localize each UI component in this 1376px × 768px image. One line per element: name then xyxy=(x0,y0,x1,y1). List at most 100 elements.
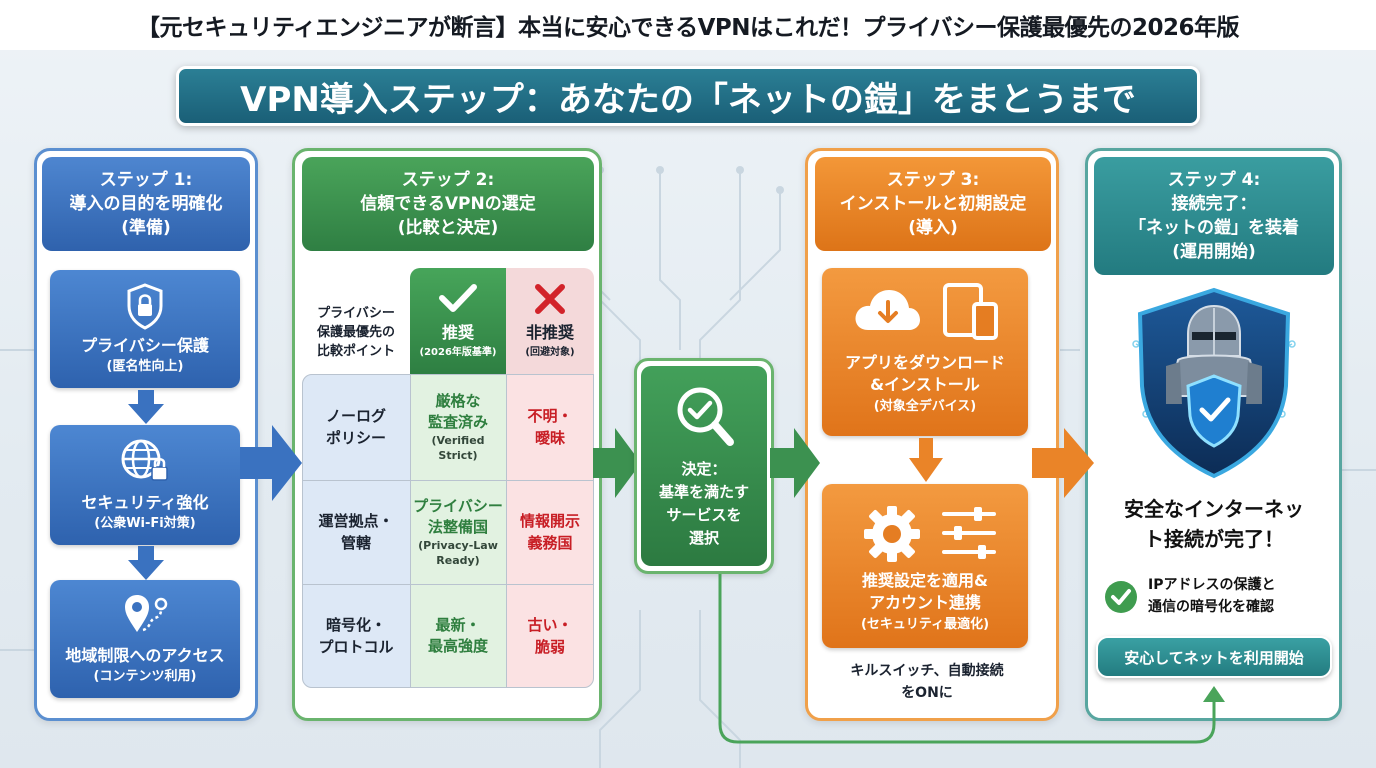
location-pin-icon xyxy=(125,595,168,632)
install-sub: (対象全デバイス) xyxy=(873,399,977,414)
criterion-jurisdiction: 運営拠点・ 管轄 xyxy=(302,480,410,584)
globe-lock-icon xyxy=(121,439,168,481)
gear-icon xyxy=(864,506,920,562)
devices-icon xyxy=(943,283,998,340)
good-en-line: (Verified xyxy=(431,434,485,447)
right-arrow-icon xyxy=(1032,428,1094,498)
check-circle-icon xyxy=(1105,581,1137,613)
step1-header: ステップ 1: 導入の目的を明確化 (準備) xyxy=(42,157,250,251)
decision-text: 決定： 基準を満たす サービスを 選択 xyxy=(641,458,767,550)
verify-line: IPアドレスの保護と xyxy=(1148,577,1276,593)
settings-sub: (セキュリティ最適化) xyxy=(860,617,990,632)
good-line: 最高強度 xyxy=(427,637,488,655)
settings-line: 推奨設定を適用& xyxy=(862,571,988,590)
purpose-region-box: 地域制限へのアクセス (コンテンツ利用) xyxy=(50,580,240,698)
bad-nolog: 不明・ 曖昧 xyxy=(506,374,594,480)
complete-line: ト接続が完了！ xyxy=(1144,527,1284,551)
criterion-line: 運営拠点・ xyxy=(318,512,394,530)
connection-complete: 安全なインターネッ ト接続が完了！ xyxy=(1094,494,1334,554)
purpose-sub: (コンテンツ利用) xyxy=(93,669,197,684)
good-en-line: Ready) xyxy=(436,554,480,567)
step2-note: (比較と決定) xyxy=(397,218,499,238)
note-line: キルスイッチ、自動接続 xyxy=(850,663,1004,679)
note-line: をONに xyxy=(901,685,953,701)
install-line: アプリをダウンロード xyxy=(844,353,1005,372)
bad-line: 情報開示 xyxy=(519,512,580,530)
purpose-sub: (公衆Wi-Fi対策) xyxy=(94,516,196,531)
verify-text: IPアドレスの保護と 通信の暗号化を確認 xyxy=(1148,574,1275,618)
purpose-sub: (匿名性向上) xyxy=(106,359,184,374)
purpose-security-box: セキュリティ強化 (公衆Wi-Fi対策) xyxy=(50,425,240,545)
step3-title: ステップ 3: xyxy=(886,170,980,190)
down-arrow-icon xyxy=(128,390,164,424)
criterion-line: 管轄 xyxy=(340,534,371,552)
recommended-header: 推奨 (2026年版基準) xyxy=(410,268,506,374)
bad-line: 脆弱 xyxy=(534,638,565,656)
good-encryption: 最新・ 最高強度 xyxy=(410,584,506,688)
criterion-line: ノーログ xyxy=(325,407,386,425)
right-arrow-icon xyxy=(593,428,641,498)
criterion-line: ポリシー xyxy=(325,429,386,447)
step2-title: ステップ 2: xyxy=(401,170,495,190)
step1-subtitle: 導入の目的を明確化 xyxy=(69,194,223,214)
comparison-table: 推奨 (2026年版基準) 非推奨 (回避対象) プライバシー 保護最優先の 比… xyxy=(302,268,594,688)
purpose-label: 地域制限へのアクセス xyxy=(65,646,225,665)
lock-shield-icon xyxy=(127,283,163,330)
step4-title: ステップ 4: xyxy=(1167,170,1261,190)
magnifier-check-icon xyxy=(677,387,734,446)
decision-card: 決定： 基準を満たす サービスを 選択 xyxy=(641,366,767,566)
knight-shield-icon xyxy=(1132,287,1296,479)
recommended-label: 推奨 xyxy=(441,323,474,342)
verify-row: IPアドレスの保護と 通信の暗号化を確認 xyxy=(1102,574,1332,618)
settings-box: 推奨設定を適用& アカウント連携 (セキュリティ最適化) xyxy=(822,484,1028,648)
corner-line: 保護最優先の xyxy=(316,324,395,340)
good-nolog: 厳格な 監査済み (Verified Strict) xyxy=(410,374,506,480)
check-icon xyxy=(439,284,477,312)
sliders-icon xyxy=(942,507,996,559)
corner-line: 比較ポイント xyxy=(316,343,395,359)
criterion-encryption: 暗号化・ プロトコル xyxy=(302,584,410,688)
down-arrow-icon xyxy=(909,438,943,482)
decision-line: 選択 xyxy=(688,529,719,547)
down-arrow-icon xyxy=(128,546,164,580)
step3-subtitle: インストールと初期設定 xyxy=(839,194,1027,214)
good-en-line: Strict) xyxy=(438,449,478,462)
recommended-sub: (2026年版基準) xyxy=(419,347,497,358)
bad-encryption: 古い・ 脆弱 xyxy=(506,584,594,688)
start-using-button[interactable]: 安心してネットを利用開始 xyxy=(1096,636,1332,678)
step4-header: ステップ 4: 接続完了： 「ネットの鎧」を装着 (運用開始) xyxy=(1094,157,1334,275)
connector-line xyxy=(718,574,1225,744)
cloud-download-icon xyxy=(855,290,920,330)
step4-subtitle-2: 「ネットの鎧」を装着 xyxy=(1129,218,1299,238)
step2-subtitle: 信頼できるVPNの選定 xyxy=(360,194,536,214)
purpose-privacy-box: プライバシー保護 (匿名性向上) xyxy=(50,270,240,388)
complete-line: 安全なインターネッ xyxy=(1124,497,1304,521)
good-line: 最新・ xyxy=(435,616,481,634)
step1-title: ステップ 1: xyxy=(99,170,193,190)
killswitch-note: キルスイッチ、自動接続 をONに xyxy=(822,660,1032,704)
bad-line: 曖昧 xyxy=(534,429,565,447)
criterion-line: 暗号化・ xyxy=(325,616,386,634)
comparison-corner-label: プライバシー 保護最優先の 比較ポイント xyxy=(302,290,410,374)
main-banner: VPN導入ステップ：あなたの「ネットの鎧」をまとうまで xyxy=(176,66,1200,126)
bad-jurisdiction: 情報開示 義務国 xyxy=(506,480,594,584)
not-recommended-sub: (回避対象) xyxy=(525,347,575,358)
settings-line: アカウント連携 xyxy=(868,593,981,612)
step4-note: (運用開始) xyxy=(1172,242,1256,262)
step4-subtitle: 接続完了： xyxy=(1171,194,1257,214)
step1-note: (準備) xyxy=(121,218,171,238)
good-line: 監査済み xyxy=(427,413,488,431)
purpose-label: プライバシー保護 xyxy=(81,336,209,355)
purpose-label: セキュリティ強化 xyxy=(81,493,209,512)
settings-text: 推奨設定を適用& アカウント連携 (セキュリティ最適化) xyxy=(822,570,1028,636)
criterion-nolog: ノーログ ポリシー xyxy=(302,374,410,480)
install-text: アプリをダウンロード &インストール (対象全デバイス) xyxy=(822,352,1028,418)
cross-icon xyxy=(535,284,565,314)
decision-line: 決定： xyxy=(681,460,727,478)
criterion-line: プロトコル xyxy=(318,638,394,656)
good-line: プライバシー xyxy=(413,497,503,515)
install-box: アプリをダウンロード &インストール (対象全デバイス) xyxy=(822,268,1028,436)
not-recommended-header: 非推奨 (回避対象) xyxy=(506,268,594,374)
corner-line: プライバシー xyxy=(317,305,395,321)
verify-line: 通信の暗号化を確認 xyxy=(1148,599,1274,615)
